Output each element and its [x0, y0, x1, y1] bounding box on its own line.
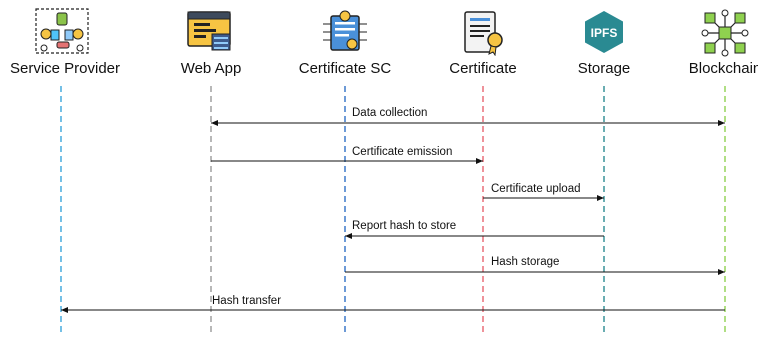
- message-label-data-collection: Data collection: [352, 107, 428, 119]
- message-label-certificate-upload: Certificate upload: [491, 183, 581, 195]
- certificate-icon: [461, 10, 507, 61]
- actor-label-certificate-sc: Certificate SC: [298, 60, 392, 77]
- actor-label-service-provider: Service Provider: [9, 60, 121, 77]
- message-label-hash-storage: Hash storage: [491, 256, 560, 268]
- ipfs-icon: IPFS: [583, 10, 625, 59]
- message-label-report-hash: Report hash to store: [352, 220, 457, 232]
- web-app-icon: [186, 10, 234, 59]
- message-label-certificate-emission: Certificate emission: [352, 146, 453, 158]
- actor-label-storage: Storage: [577, 60, 631, 77]
- actor-label-web-app: Web App: [180, 60, 242, 77]
- smart-contract-icon: [321, 10, 369, 61]
- actor-label-blockchain: Blockchain: [688, 60, 758, 77]
- blockchain-icon: [700, 8, 750, 63]
- service-provider-icon: [35, 8, 89, 59]
- ipfs-icon-text: IPFS: [591, 26, 618, 40]
- message-label-hash-transfer: Hash transfer: [212, 295, 282, 307]
- actor-label-certificate: Certificate: [449, 60, 517, 77]
